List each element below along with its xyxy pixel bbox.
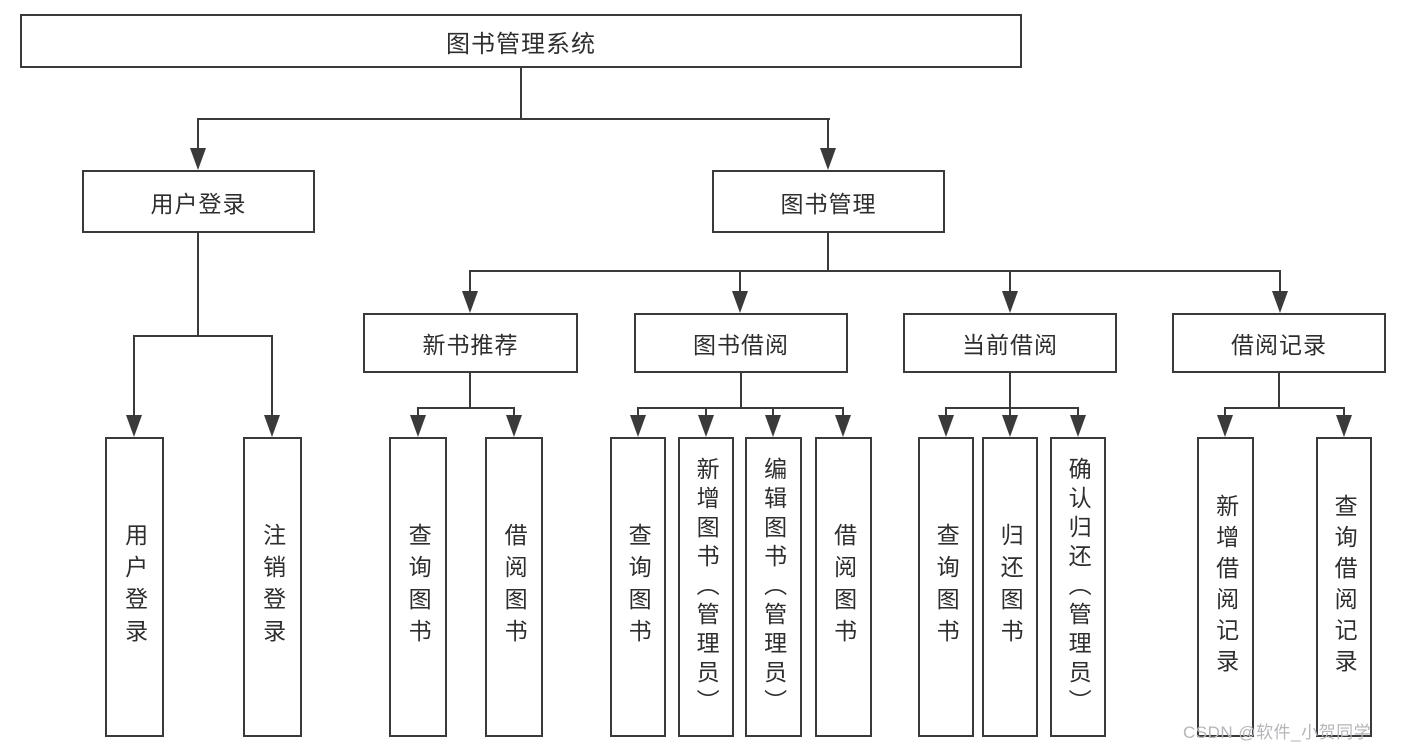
connector-new-book-rail [417,407,515,409]
connector-borrow-records-rail [1224,407,1345,409]
leaf-query-books: 查询图书 [389,437,447,737]
connector-drop [772,407,774,417]
connector-drop-login-leaf [133,335,135,415]
arrow-down-icon [1336,415,1352,437]
arrow-down-icon [1217,415,1233,437]
connector-drop-user-login [197,118,199,150]
connector-drop [1343,407,1345,417]
connector-drop [842,407,844,417]
leaf-user-login: 用户登录 [105,437,164,737]
node-root: 图书管理系统 [20,14,1022,68]
leaf-borrow-books: 借阅图书 [485,437,543,737]
arrow-down-icon [630,415,646,437]
connector-drop-new-book-rec [469,270,471,292]
connector-drop-logout-leaf [271,335,273,415]
arrow-down-icon [1070,415,1086,437]
leaf-logout: 注销登录 [243,437,302,737]
connector-book-borrow-stem [740,373,742,407]
connector-drop-current-borrow [1009,270,1011,292]
leaf-return-books: 归还图书 [982,437,1038,737]
arrow-down-icon [410,415,426,437]
connector-user-login-stem [197,233,199,335]
arrow-down-icon [698,415,714,437]
leaf-query-borrow-record: 查询借阅记录 [1316,437,1372,737]
connector-book-borrow-rail [637,407,844,409]
connector-drop [637,407,639,417]
connector-drop [1077,407,1079,417]
arrow-down-icon [506,415,522,437]
connector-new-book-stem [469,373,471,407]
connector-current-borrow-stem [1009,373,1011,407]
arrow-down-icon [938,415,954,437]
connector-drop [705,407,707,417]
connector-borrow-records-stem [1278,373,1280,407]
arrow-down-icon [264,415,280,437]
connector-user-login-rail [133,335,273,337]
arrow-down-icon [126,415,142,437]
connector-drop [513,407,515,417]
arrow-down-icon [765,415,781,437]
connector-root-rail [197,118,830,120]
connector-drop-book-borrow [739,270,741,292]
node-book-management: 图书管理 [712,170,945,233]
node-book-borrow: 图书借阅 [634,313,848,373]
leaf-borrow-books: 借阅图书 [815,437,872,737]
arrow-down-icon [835,415,851,437]
leaf-add-books-admin: 新增图书（管理员） [678,437,734,737]
arrow-down-icon [1272,291,1288,313]
csdn-watermark: CSDN @软件_小贺同学 [1183,723,1372,742]
node-new-book-recommend: 新书推荐 [363,313,578,373]
connector-book-mgmt-stem [827,233,829,270]
connector-drop [1009,407,1011,417]
connector-drop [945,407,947,417]
connector-drop-borrow-records [1279,270,1281,292]
leaf-add-borrow-record: 新增借阅记录 [1197,437,1254,737]
arrow-down-icon [1002,415,1018,437]
node-current-borrow: 当前借阅 [903,313,1117,373]
leaf-confirm-return-admin: 确认归还（管理员） [1050,437,1106,737]
leaf-edit-books-admin: 编辑图书（管理员） [745,437,802,737]
node-user-login: 用户登录 [82,170,315,233]
arrow-down-icon [462,291,478,313]
connector-drop-book-mgmt [827,118,829,150]
leaf-query-books: 查询图书 [610,437,666,737]
connector-book-mgmt-rail [469,270,1281,272]
arrow-down-icon [820,148,836,170]
node-borrow-records: 借阅记录 [1172,313,1386,373]
connector-current-borrow-rail [945,407,1079,409]
arrow-down-icon [190,148,206,170]
connector-drop [1224,407,1226,417]
arrow-down-icon [1002,291,1018,313]
connector-root-stem [520,68,522,118]
leaf-query-books: 查询图书 [918,437,974,737]
arrow-down-icon [732,291,748,313]
connector-drop [417,407,419,417]
